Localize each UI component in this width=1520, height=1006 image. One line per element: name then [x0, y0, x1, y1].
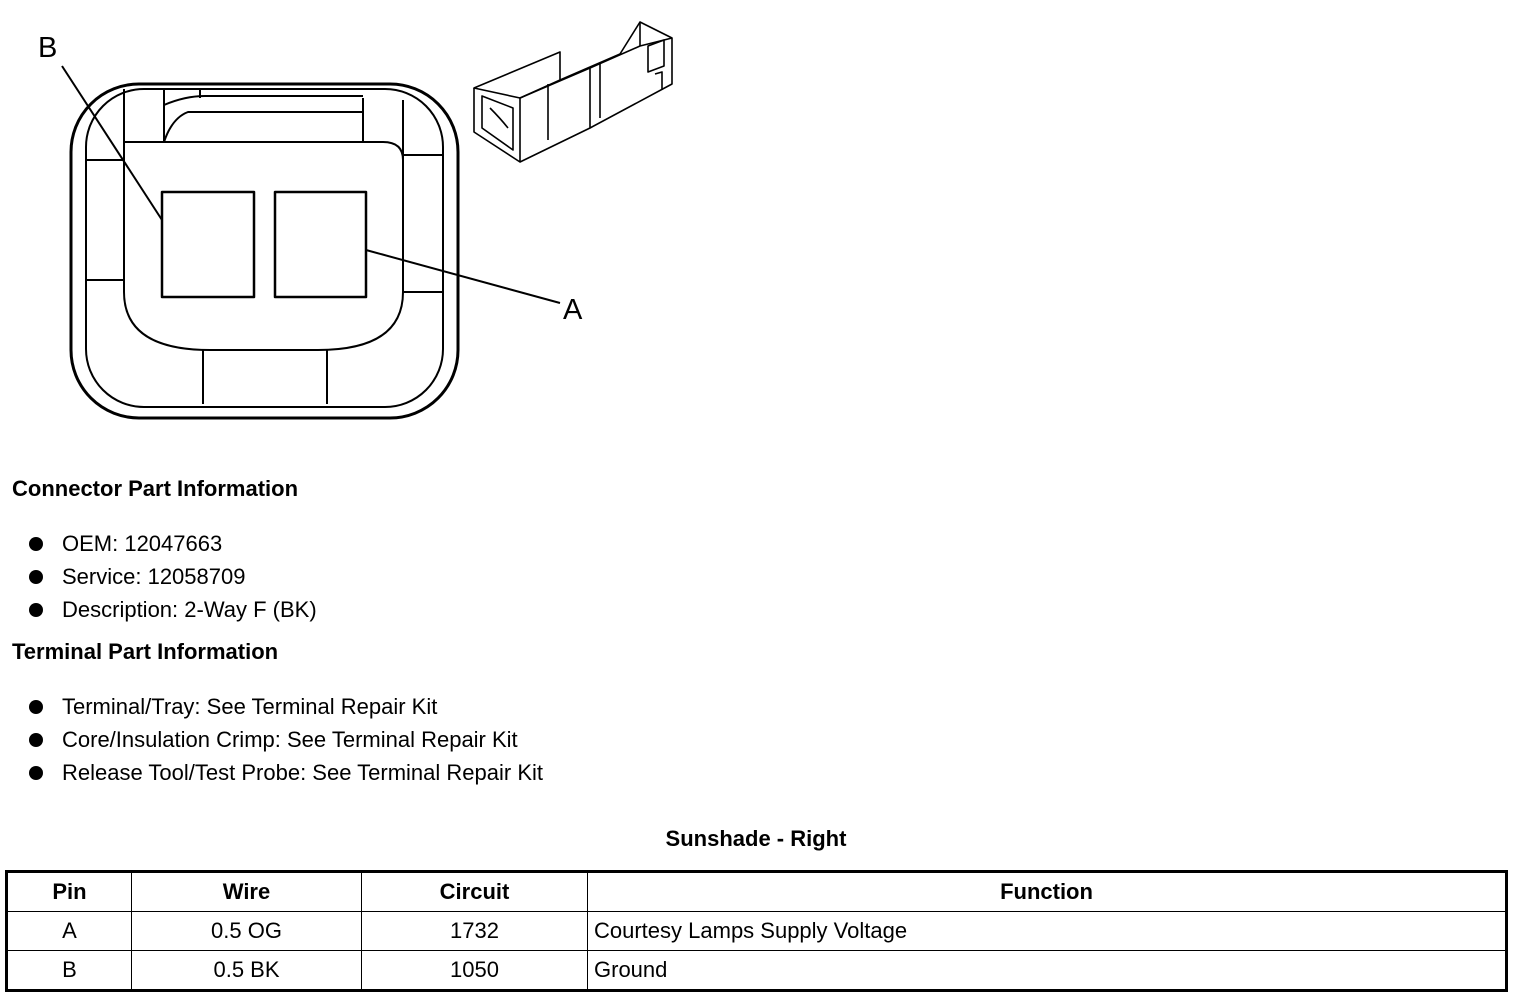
- connector-info-list: OEM: 12047663 Service: 12058709 Descript…: [0, 527, 317, 626]
- list-item: Core/Insulation Crimp: See Terminal Repa…: [0, 723, 543, 756]
- terminal-info-list: Terminal/Tray: See Terminal Repair Kit C…: [0, 690, 543, 789]
- list-item: Description: 2-Way F (BK): [0, 593, 317, 626]
- callout-a-label: A: [563, 294, 583, 326]
- table-title: Sunshade - Right: [665, 826, 847, 851]
- terminal-cavity-b: [160, 190, 256, 299]
- pinout-table: Pin Wire Circuit Function A 0.5 OG 1732 …: [5, 870, 1508, 992]
- connector-isometric-sketch: [473, 21, 673, 163]
- terminal-cavity-a: [273, 190, 368, 299]
- column-header-function: Function: [587, 871, 1507, 912]
- list-item: Release Tool/Test Probe: See Terminal Re…: [0, 756, 543, 789]
- list-item: Terminal/Tray: See Terminal Repair Kit: [0, 690, 543, 723]
- terminal-info-heading: Terminal Part Information: [12, 639, 279, 664]
- function-cell: Courtesy Lamps Supply Voltage: [587, 911, 1507, 951]
- table-header-row: Pin Wire Circuit Function: [6, 871, 1507, 912]
- callout-a-leader: [365, 249, 561, 304]
- release-tool-info: Release Tool/Test Probe: See Terminal Re…: [62, 760, 543, 785]
- pin-cell: B: [6, 950, 132, 991]
- wire-cell: 0.5 BK: [131, 950, 362, 991]
- service-part-number: Service: 12058709: [62, 564, 246, 589]
- oem-part-number: OEM: 12047663: [62, 531, 223, 556]
- bullet-icon: [29, 537, 43, 551]
- connector-housing: [69, 82, 460, 420]
- crimp-info: Core/Insulation Crimp: See Terminal Repa…: [62, 727, 518, 752]
- function-cell: Ground: [587, 950, 1507, 991]
- list-item: OEM: 12047663: [0, 527, 317, 560]
- column-header-wire: Wire: [131, 871, 362, 912]
- callout-b-label: B: [38, 32, 58, 64]
- circuit-cell: 1050: [361, 950, 588, 991]
- list-item: Service: 12058709: [0, 560, 317, 593]
- terminal-tray-info: Terminal/Tray: See Terminal Repair Kit: [62, 694, 438, 719]
- bullet-icon: [29, 700, 43, 714]
- connector-info-heading: Connector Part Information: [12, 476, 299, 501]
- connector-face-diagram: [61, 21, 673, 420]
- table-row: A 0.5 OG 1732 Courtesy Lamps Supply Volt…: [6, 911, 1507, 951]
- bullet-icon: [29, 570, 43, 584]
- pin-cell: A: [6, 911, 132, 951]
- bullet-icon: [29, 733, 43, 747]
- column-header-pin: Pin: [6, 871, 132, 912]
- bullet-icon: [29, 766, 43, 780]
- wire-cell: 0.5 OG: [131, 911, 362, 951]
- column-header-circuit: Circuit: [361, 871, 588, 912]
- table-row: B 0.5 BK 1050 Ground: [6, 950, 1507, 991]
- callout-b-leader: [61, 65, 163, 221]
- connector-description: Description: 2-Way F (BK): [62, 597, 317, 622]
- bullet-icon: [29, 603, 43, 617]
- circuit-cell: 1732: [361, 911, 588, 951]
